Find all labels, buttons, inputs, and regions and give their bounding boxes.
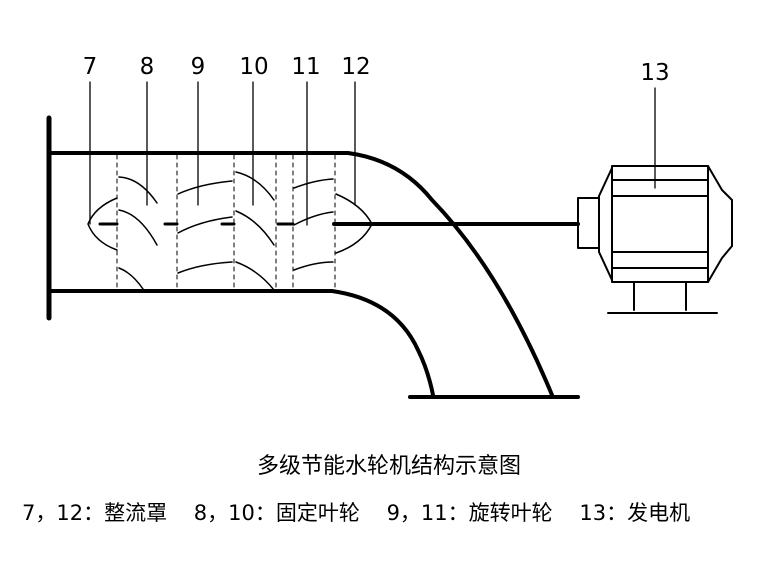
pipe-bottom-wall	[47, 289, 435, 397]
leader-lines	[89, 81, 656, 226]
pipe-top-wall	[47, 151, 554, 397]
stage-dividers	[116, 154, 336, 290]
label-7: 7	[83, 54, 98, 80]
label-9: 9	[191, 54, 206, 80]
label-10: 10	[239, 54, 268, 80]
label-13: 13	[640, 60, 669, 86]
rotating-impeller-11	[293, 178, 334, 271]
fixed-impeller-8	[118, 176, 158, 290]
fairing-12	[335, 193, 373, 254]
diagram-caption: 多级节能水轮机结构示意图	[256, 454, 521, 479]
fairing-7	[87, 197, 118, 251]
rotating-impeller-9	[177, 180, 233, 274]
label-12: 12	[341, 54, 370, 80]
generator-13	[577, 165, 733, 314]
parts-legend: 7，12：整流罩 8，10：固定叶轮 9，11：旋转叶轮 13：发电机	[22, 501, 691, 525]
label-8: 8	[140, 54, 155, 80]
part-labels: 7 8 9 10 11 12 13	[83, 54, 670, 86]
fixed-impeller-10	[235, 171, 275, 291]
label-11: 11	[291, 54, 320, 80]
